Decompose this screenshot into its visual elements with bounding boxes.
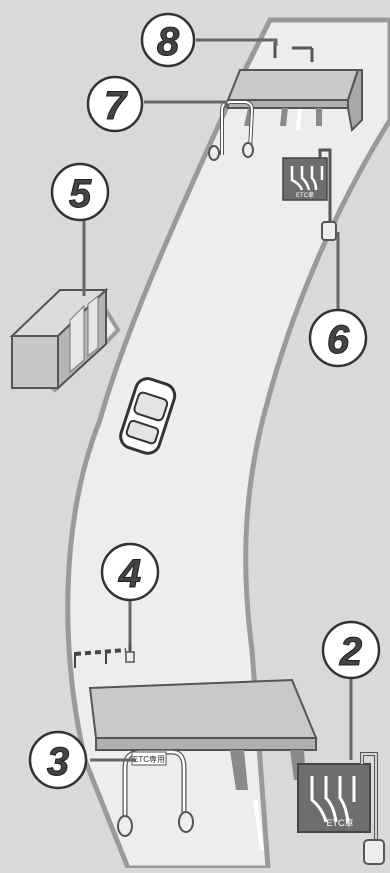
callout-4-label: 4 (118, 552, 141, 596)
callout-2: 2 (323, 622, 379, 678)
callout-5-label: 5 (69, 172, 92, 216)
callout-5: 5 (52, 164, 108, 220)
callout-6: 6 (310, 310, 366, 366)
etc-sign-large-text: ETC車 (326, 817, 353, 828)
callout-3-label: 3 (47, 740, 69, 784)
callout-8-label: 8 (157, 20, 180, 64)
callout-7: 7 (88, 77, 142, 131)
callout-3: 3 (30, 732, 86, 788)
etc-lane-label: ETC専用 (133, 754, 165, 764)
etc-sign-small-text: ETC車 (296, 191, 314, 199)
callout-4: 4 (102, 544, 158, 600)
callout-8: 8 (142, 14, 194, 66)
callout-7-label: 7 (104, 84, 128, 128)
callout-2-label: 2 (339, 630, 362, 674)
callout-6-label: 6 (327, 318, 350, 362)
